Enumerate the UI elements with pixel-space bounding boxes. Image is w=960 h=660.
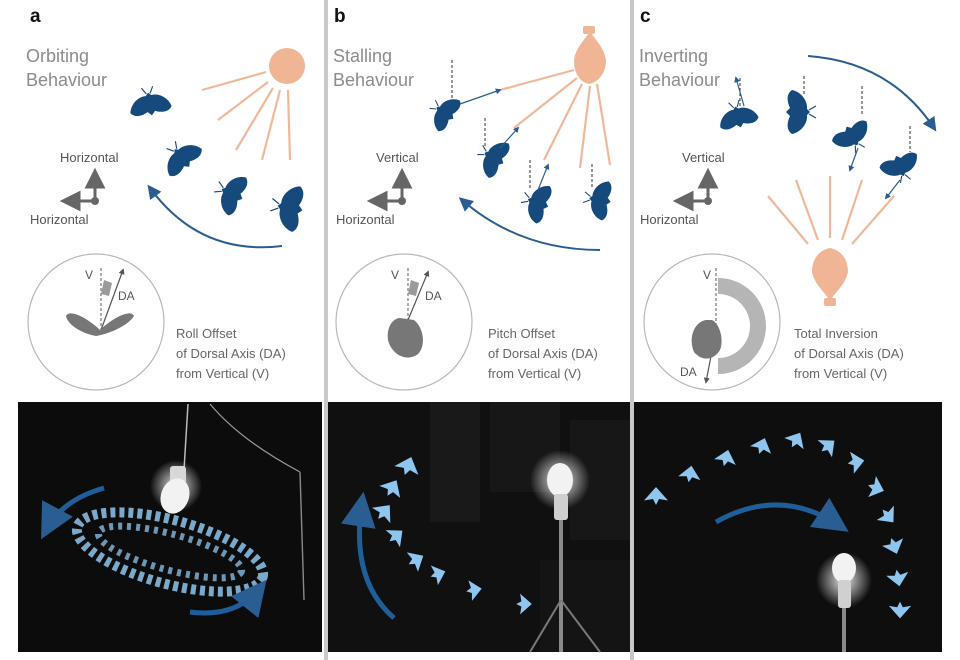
moth-group	[469, 118, 520, 182]
panel-divider	[324, 0, 328, 660]
moth-icon	[828, 116, 878, 161]
axis-left-label: Horizontal	[336, 212, 395, 227]
moth-icon	[266, 181, 308, 234]
moth-group	[714, 76, 761, 134]
axis-left-label: Horizontal	[640, 212, 699, 227]
moth-icon	[515, 178, 556, 226]
panel-letter: a	[30, 6, 41, 27]
moth-group	[515, 160, 556, 226]
inset-v-label: V	[703, 268, 711, 282]
panel-title-line2: Behaviour	[26, 70, 107, 90]
light-rays	[499, 68, 612, 169]
panel-b: b Stalling Behaviour	[333, 6, 615, 391]
inset-v-label: V	[85, 268, 93, 282]
inset-diagram	[335, 253, 473, 391]
panel-letter: b	[334, 6, 346, 27]
photo-stalling	[328, 402, 630, 653]
inset-diagram	[643, 253, 781, 391]
trajectory-arrow	[147, 184, 283, 249]
moth-icon	[877, 148, 925, 189]
trajectory-arrow	[458, 197, 601, 251]
panel-title-line1: Stalling	[333, 46, 392, 66]
light-bulb-photo-icon	[160, 466, 190, 514]
axis-left-label: Horizontal	[30, 212, 89, 227]
caption-line1: Roll Offset	[176, 326, 237, 341]
caption-line3: from Vertical (V)	[176, 366, 269, 381]
light-bulb-photo-icon	[529, 463, 601, 653]
caption-line1: Total Inversion	[794, 326, 878, 341]
trajectory-arrow	[41, 485, 105, 540]
panel-title-line1: Inverting	[639, 46, 708, 66]
trajectory-arrow	[340, 491, 396, 620]
sun-light-icon	[269, 48, 305, 84]
inset-da-label: DA	[680, 365, 697, 379]
moth-group	[828, 86, 878, 172]
orientation-axes	[366, 167, 413, 212]
moth-group	[785, 76, 817, 135]
moth-icon	[785, 89, 817, 135]
panel-title-line2: Behaviour	[639, 70, 720, 90]
photo-inverting	[634, 402, 942, 652]
panel-title-line2: Behaviour	[333, 70, 414, 90]
moth-icon	[125, 82, 174, 120]
panel-title-line1: Orbiting	[26, 46, 89, 66]
axis-top-label: Horizontal	[60, 150, 119, 165]
caption-line2: of Dorsal Axis (DA)	[794, 346, 904, 361]
moth-icon	[714, 95, 761, 134]
caption-line3: from Vertical (V)	[794, 366, 887, 381]
panel-a: a Orbiting Behaviour Horizontal Horizont…	[26, 6, 308, 391]
moth-icon	[580, 177, 615, 222]
caption-line2: of Dorsal Axis (DA)	[176, 346, 286, 361]
orientation-axes	[59, 167, 106, 212]
light-bulb-icon	[812, 248, 848, 306]
inset-da-label: DA	[425, 289, 442, 303]
caption-line1: Pitch Offset	[488, 326, 555, 341]
photo-orbiting	[18, 402, 322, 652]
axis-top-label: Vertical	[682, 150, 725, 165]
orientation-axes	[672, 167, 719, 212]
light-bulb-photo-icon	[832, 553, 856, 652]
trajectory-arrow	[189, 579, 267, 619]
moth-group	[421, 60, 502, 135]
caption-line2: of Dorsal Axis (DA)	[488, 346, 598, 361]
inset-diagram	[27, 253, 165, 391]
panel-letter: c	[640, 6, 651, 27]
panel-divider	[630, 0, 634, 660]
trajectory-arrow	[714, 497, 849, 532]
moth-icon	[154, 130, 206, 181]
moth-icon	[421, 88, 465, 135]
axis-top-label: Vertical	[376, 150, 419, 165]
moth-icon	[207, 167, 252, 219]
light-rays	[201, 70, 292, 161]
inset-da-label: DA	[118, 289, 135, 303]
inset-v-label: V	[391, 268, 399, 282]
moth-swarm	[71, 507, 269, 597]
light-rays	[767, 176, 895, 245]
moth-group	[580, 164, 615, 222]
caption-line3: from Vertical (V)	[488, 366, 581, 381]
panel-c: c Inverting Behaviour	[639, 6, 937, 391]
trajectory-arrow	[807, 55, 937, 132]
light-bulb-icon	[574, 26, 606, 84]
moth-group	[877, 126, 925, 200]
